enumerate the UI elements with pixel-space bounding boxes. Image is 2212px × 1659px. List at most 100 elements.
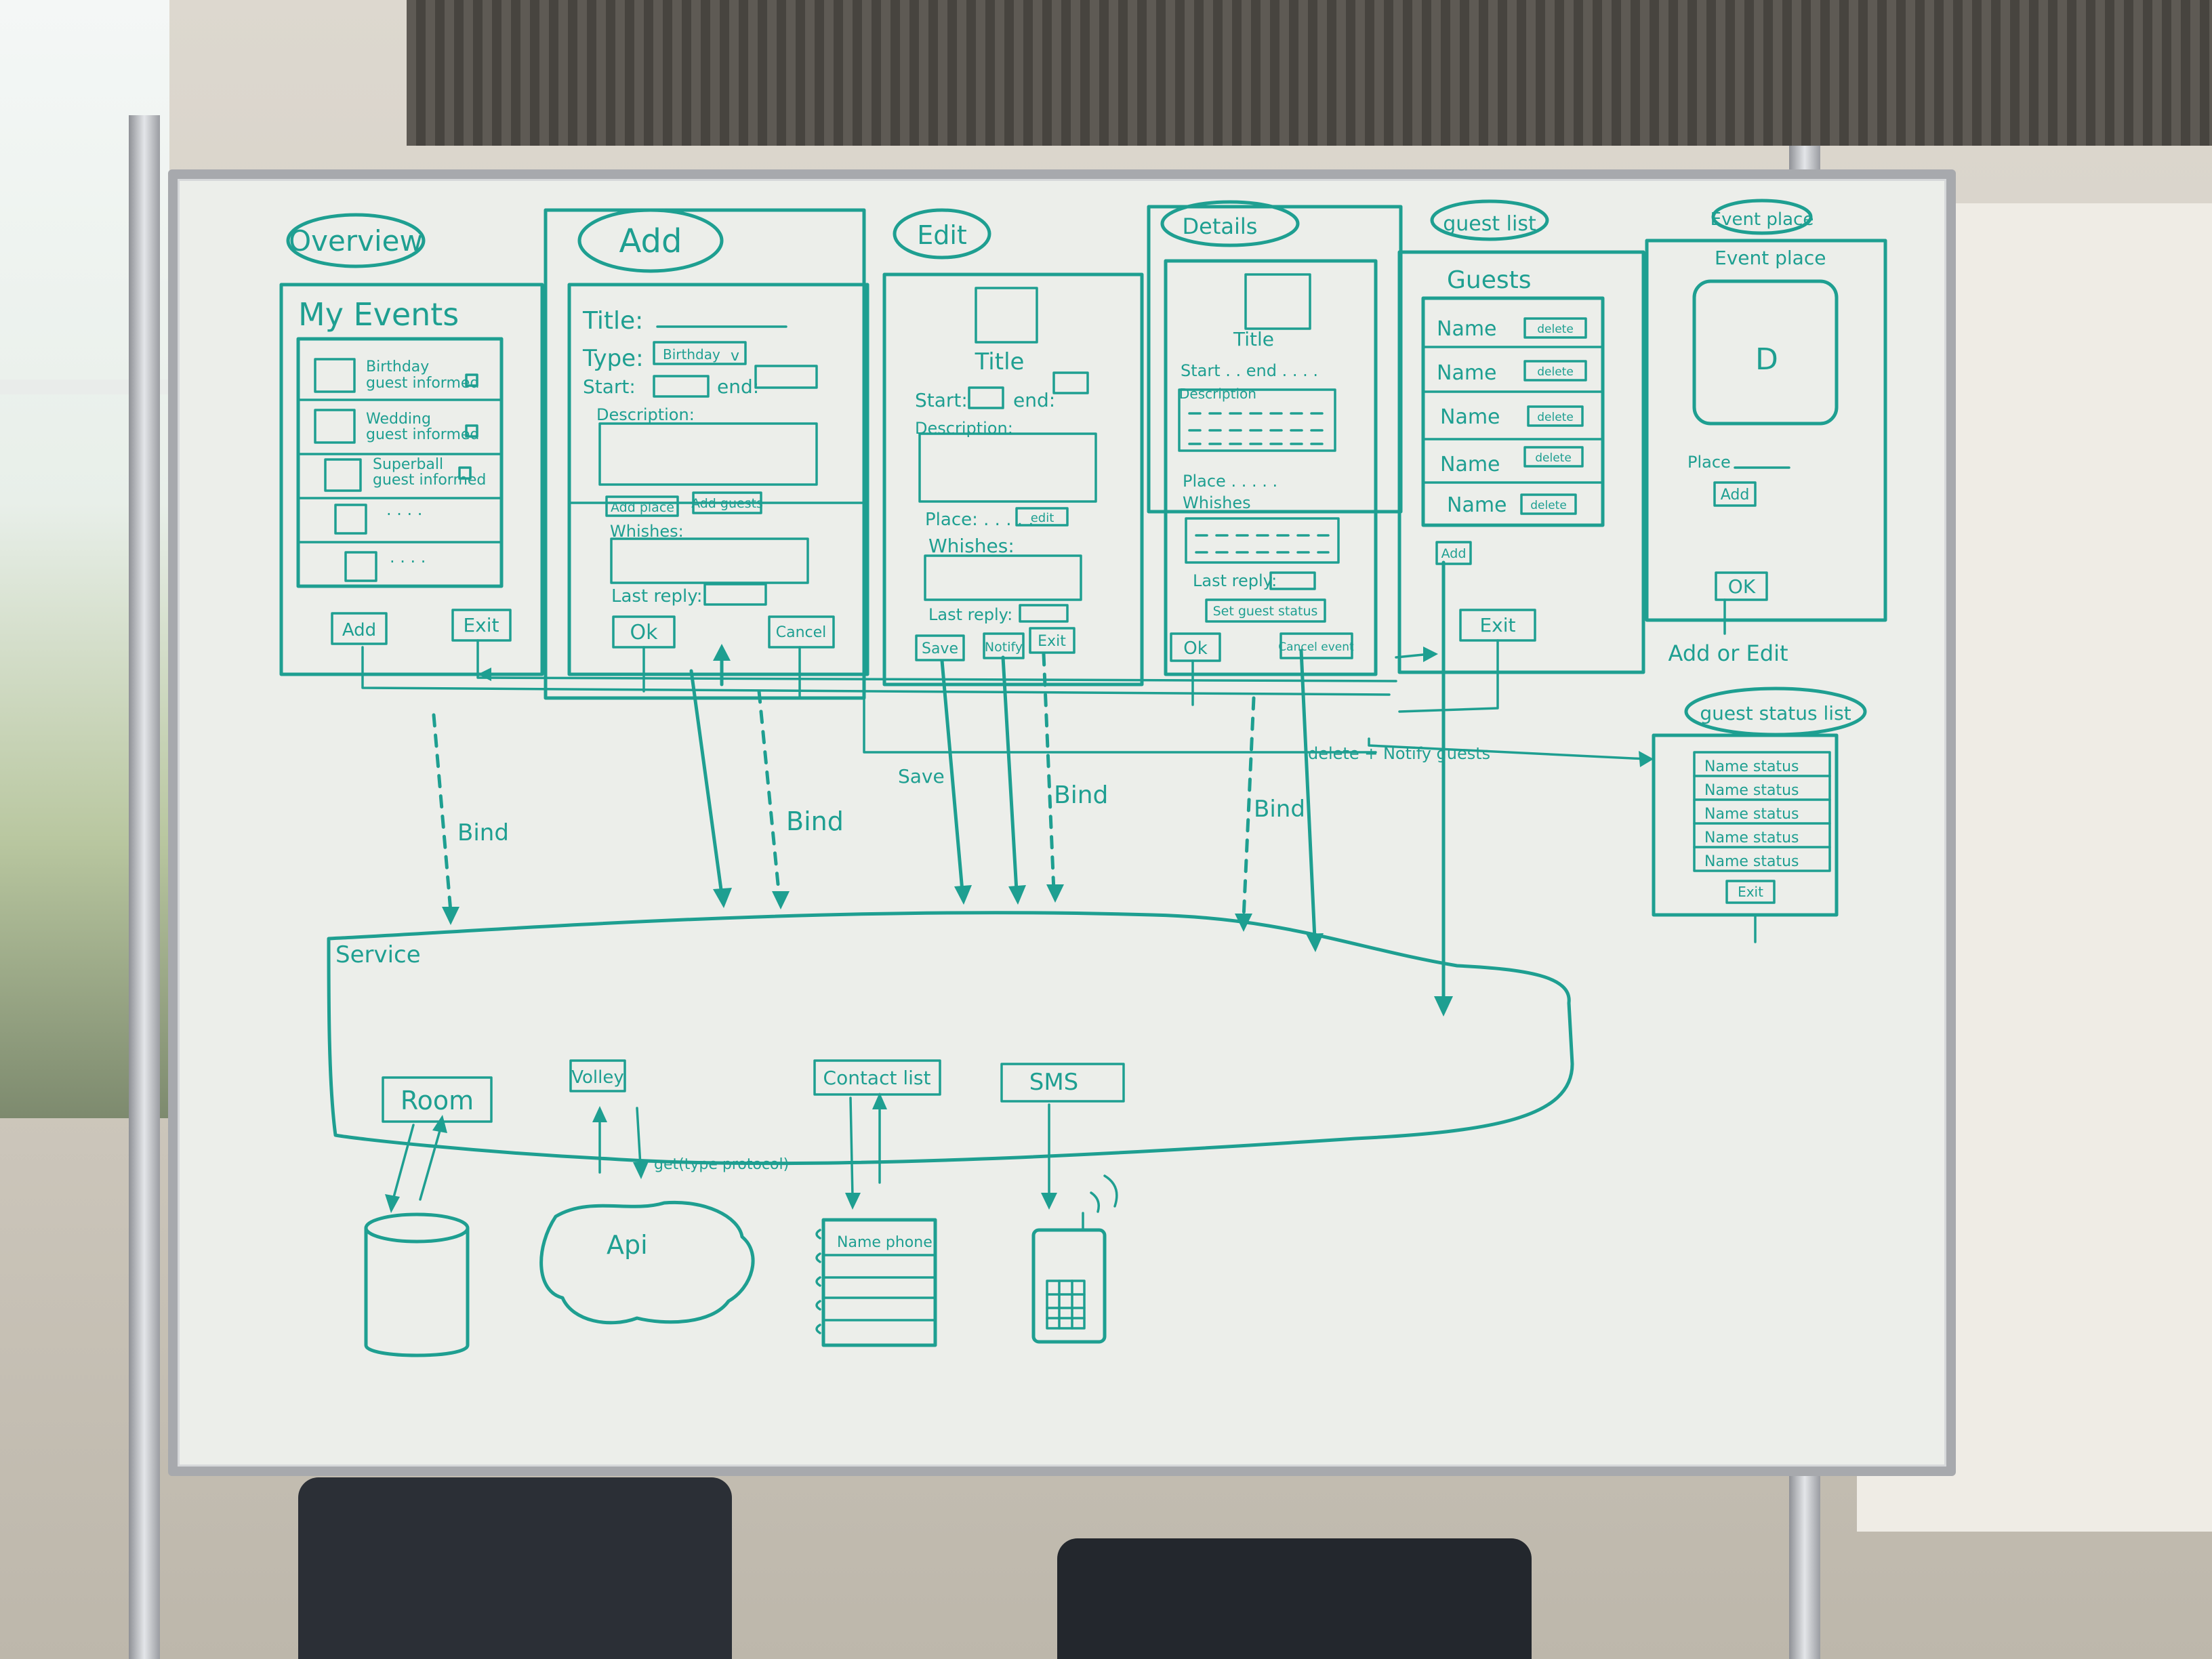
service-flows: Bind Bind Save Bind Bind delete + Notify… <box>432 560 1490 1017</box>
add-guests-label: Add guests <box>691 496 763 511</box>
guest-name: Name <box>1437 361 1497 385</box>
event-image-placeholder <box>1244 273 1311 330</box>
delete-notify-label: delete + Notify guests <box>1308 744 1490 763</box>
details-last-reply-field <box>1269 571 1316 590</box>
arrow-head <box>1434 996 1453 1017</box>
guest-add-label: Add <box>1441 546 1467 561</box>
nav-line <box>361 646 1391 696</box>
set-guest-status-button <box>1205 598 1326 623</box>
place-add-label: Add <box>1721 487 1750 504</box>
guest-status-exit-button <box>1725 880 1776 904</box>
events-list <box>296 337 504 588</box>
edit-tab-label: Edit <box>917 220 967 250</box>
guest-delete-button <box>1527 405 1584 427</box>
arrow-head <box>954 885 972 905</box>
room-label: Room <box>401 1086 474 1115</box>
contacts-book-header: Name phone <box>837 1234 933 1251</box>
overview-screen: Overview My Events Birthday guest inform… <box>279 213 544 676</box>
edit-whishes-label: Whishes: <box>928 535 1015 557</box>
cancel-event-button <box>1279 632 1353 659</box>
volley-component <box>569 1059 626 1092</box>
add-group-outline <box>544 208 866 700</box>
cancel-event-label: Cancel event <box>1278 640 1354 654</box>
event-thumbnail <box>314 358 356 393</box>
add-tab-bubble <box>577 208 724 273</box>
edit-frame <box>882 272 1144 687</box>
event-image-placeholder <box>975 287 1038 344</box>
add-start-label: Start: <box>583 375 636 398</box>
edit-start-label: Start: <box>915 389 968 411</box>
nav-line <box>863 697 1377 754</box>
details-frame <box>1164 259 1378 676</box>
guest-delete-label: delete <box>1537 365 1574 379</box>
arrow-head <box>845 1193 861 1210</box>
overview-tab-bubble <box>286 213 426 268</box>
guest-delete-button <box>1523 446 1584 468</box>
details-group-outline <box>1147 205 1403 514</box>
checkbox-icon <box>465 373 478 387</box>
service-label: Service <box>335 941 421 968</box>
edit-description-label: Description: <box>915 419 1013 438</box>
guest-name: Name <box>1440 405 1500 429</box>
arrow-head <box>1423 647 1438 662</box>
edit-exit-button <box>1029 627 1076 654</box>
cancel-event-arrow <box>1299 649 1317 941</box>
sms-label: SMS <box>1029 1069 1079 1096</box>
chair <box>1057 1538 1532 1659</box>
notify-arrow <box>1001 655 1019 893</box>
guest-name: Name <box>1440 453 1500 476</box>
chair <box>298 1477 732 1659</box>
phone-icon <box>1031 1228 1107 1344</box>
details-start-end: Start . . end . . . . <box>1181 361 1318 380</box>
arrow-head <box>1041 1193 1057 1210</box>
arrow-head <box>1008 885 1026 905</box>
guest-status-tab-label: guest status list <box>1700 702 1851 724</box>
overview-frame <box>279 283 544 676</box>
event-place-heading: Event place <box>1715 247 1826 269</box>
add-place-label: Add place <box>611 500 674 515</box>
ellipsis: . . . . <box>386 500 422 519</box>
type-dropdown <box>653 341 747 365</box>
service-layer: Service Room Volley Contact list SMS get… <box>327 911 1574 1213</box>
edit-start-field <box>968 386 1004 409</box>
arrow-head <box>872 1092 887 1109</box>
details-description-label: Description <box>1179 386 1256 402</box>
arrow-head <box>1306 933 1324 952</box>
arrow-head <box>772 891 790 909</box>
save-arrow <box>940 659 964 893</box>
bind-arrow <box>1042 652 1056 893</box>
overview-tab-label: Overview <box>289 224 423 258</box>
spiral-binding-icon <box>815 1229 821 1334</box>
bind-arrow <box>757 689 781 900</box>
whishes-field <box>610 537 809 584</box>
navigation-connectors <box>361 639 1654 767</box>
add-cancel-button <box>768 615 835 649</box>
event-name: Superball <box>373 456 443 473</box>
details-ok-label: Ok <box>1183 638 1208 659</box>
edit-last-reply-field <box>1019 604 1069 623</box>
details-whishes-area <box>1185 517 1340 564</box>
guest-status-table <box>1693 751 1831 872</box>
arrow-head <box>1046 884 1064 903</box>
add-frame <box>567 283 869 676</box>
guest-add-button <box>1435 541 1472 565</box>
add-tab-label: Add <box>619 222 682 260</box>
guest-delete-label: delete <box>1530 499 1567 512</box>
keypad-icon <box>1046 1279 1086 1330</box>
contact-list-component <box>813 1059 941 1096</box>
room-component <box>382 1076 493 1123</box>
bind-arrow <box>432 713 453 914</box>
end-field <box>754 365 818 389</box>
database-icon <box>364 1226 470 1357</box>
set-guest-status-label: Set guest status <box>1213 604 1318 619</box>
start-field <box>653 375 710 398</box>
save-flow-label: Save <box>898 765 945 787</box>
add-end-label: end: <box>717 375 759 398</box>
bind-label-left: Bind <box>457 819 509 846</box>
nav-line <box>1398 639 1499 713</box>
place-edit-label: edit <box>1031 511 1054 525</box>
place-ok-button <box>1715 571 1768 601</box>
add-screen: Add Title: Type: Birthday v Start: end: … <box>544 208 869 700</box>
arrow-head <box>385 1194 400 1213</box>
